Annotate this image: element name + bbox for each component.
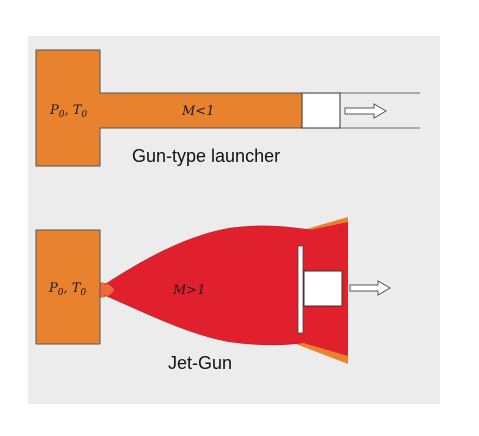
jet-piston-disc bbox=[297, 245, 304, 334]
jet-projectile-arrow-icon bbox=[349, 280, 391, 296]
gun-type-launcher: P0, T0 M<1 Gun-type launcher bbox=[35, 49, 420, 167]
jet-gun: P0, T0 M>1 Jet-Gun bbox=[35, 217, 391, 373]
gun-launcher-caption: Gun-type launcher bbox=[132, 146, 280, 166]
gun-flow-mach-label: M<1 bbox=[181, 104, 214, 119]
jet-gun-caption: Jet-Gun bbox=[168, 353, 232, 373]
jet-chamber-label: P0, T0 bbox=[48, 281, 86, 298]
jet-plume-upper-boundary bbox=[103, 225, 313, 286]
jet-chamber bbox=[35, 229, 101, 345]
gun-projectile bbox=[301, 92, 341, 129]
gun-chamber-label: P0, T0 bbox=[49, 103, 87, 120]
jet-plume bbox=[104, 225, 312, 345]
jet-nozzle-throat bbox=[100, 282, 114, 298]
gun-projectile-arrow-icon bbox=[344, 103, 387, 119]
jet-plume-lower-boundary bbox=[103, 294, 309, 346]
jet-flow-mach-label: M>1 bbox=[172, 283, 205, 298]
jet-projectile bbox=[303, 270, 343, 307]
